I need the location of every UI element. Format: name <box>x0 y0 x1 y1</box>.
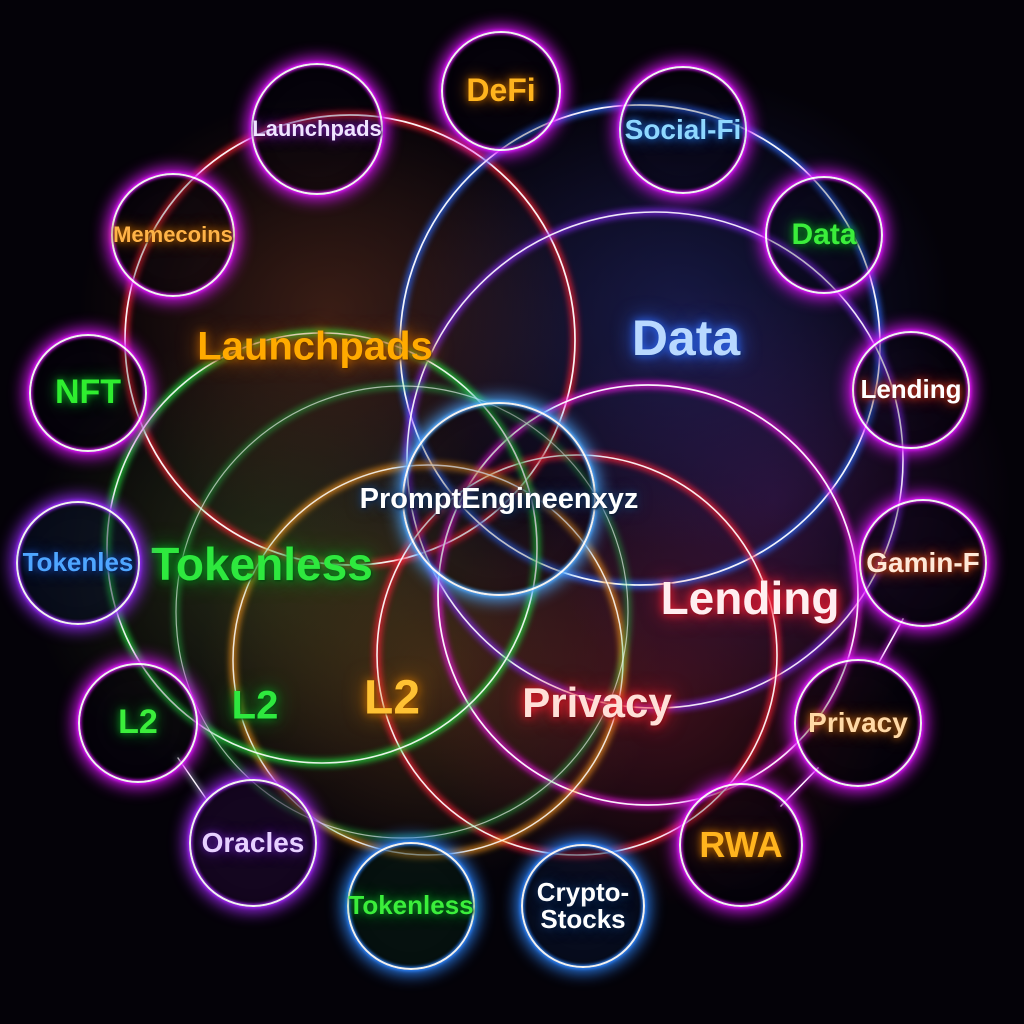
node-privacy-label: Privacy <box>808 707 908 739</box>
node-privacy: Privacy <box>794 659 922 787</box>
petal-ring-pink <box>435 382 861 808</box>
node-oracles: Oracles <box>189 779 317 907</box>
node-gamin-f: Gamin-F <box>859 499 987 627</box>
node-tokenles-label: Tokenles <box>22 547 134 578</box>
petal-label-privacy: Privacy <box>522 679 672 726</box>
node-defi-label: DeFi <box>466 72 536 109</box>
petal-label-lending: Lending <box>660 572 840 624</box>
node-gamin-f-label: Gamin-F <box>866 547 980 579</box>
node-launchpads: Launchpads <box>251 63 383 195</box>
node-data-label: Data <box>791 218 857 252</box>
node-crypto-stocks-label: Crypto- Stocks <box>536 876 630 934</box>
node-rwa: RWA <box>679 783 803 907</box>
node-lending-label: Lending <box>860 374 962 405</box>
center-node-label: PromptEngineenxyz <box>359 482 639 515</box>
node-nft: NFT <box>29 334 147 452</box>
node-oracles-label: Oracles <box>201 827 305 859</box>
node-memecoins: Memecoins <box>111 173 235 297</box>
petal-label-l2-green: L2 <box>231 683 279 728</box>
connector-lines <box>176 617 905 808</box>
node-launchpads-label: Launchpads <box>252 116 382 142</box>
petal-label-l2-gold: L2 <box>363 671 421 725</box>
node-nft-label: NFT <box>54 373 122 412</box>
petal-ring-violet <box>404 209 906 711</box>
node-lending: Lending <box>852 331 970 449</box>
node-rwa-label: RWA <box>699 824 783 866</box>
petal-ring-green-2 <box>173 383 631 841</box>
node-data: Data <box>765 176 883 294</box>
center-node: PromptEngineenxyz <box>360 402 638 596</box>
petal-label-launchpads: Launchpads <box>197 324 433 369</box>
node-memecoins-label: Memecoins <box>113 222 233 248</box>
node-tokenless: Tokenless <box>347 842 475 970</box>
node-tokenless-label: Tokenless <box>348 890 474 921</box>
petal-label-tokenless: Tokenless <box>151 538 373 590</box>
node-l2-label: L2 <box>118 703 158 742</box>
node-crypto-stocks: Crypto- Stocks <box>521 844 645 968</box>
node-defi: DeFi <box>441 31 561 151</box>
node-social-fi: Social-Fi <box>619 66 747 194</box>
node-l2: L2 <box>78 663 198 783</box>
node-social-fi-label: Social-Fi <box>624 114 742 146</box>
petal-label-data: Data <box>631 310 741 366</box>
node-tokenles: Tokenles <box>16 501 140 625</box>
